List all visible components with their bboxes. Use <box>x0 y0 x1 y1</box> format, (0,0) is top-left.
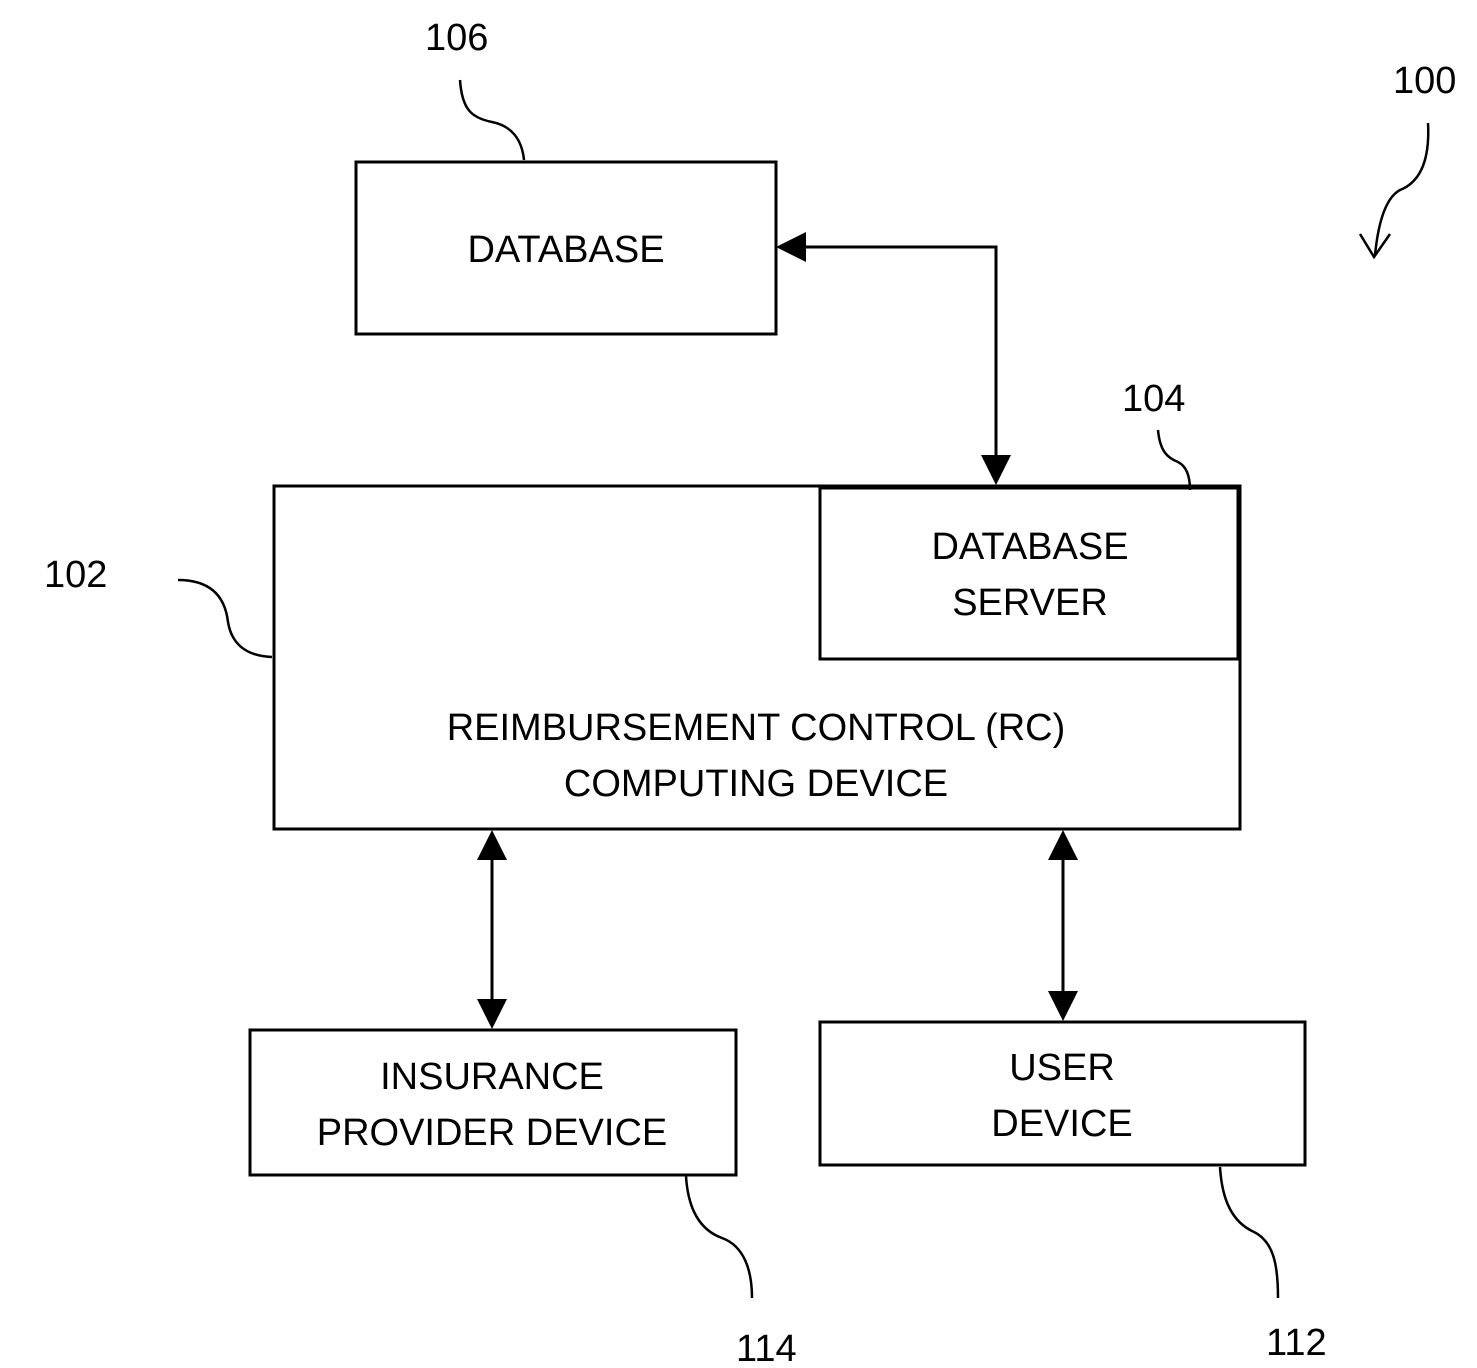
insurance-device-ref: 114 <box>736 1328 797 1368</box>
rc-device-label-line1: REIMBURSEMENT CONTROL (RC) <box>447 707 1066 749</box>
insurance-device-label-line2: PROVIDER DEVICE <box>317 1112 668 1154</box>
database-leader <box>460 80 524 160</box>
database-server-leader <box>1158 430 1190 490</box>
database-label: DATABASE <box>467 229 664 271</box>
database-ref: 106 <box>425 17 488 59</box>
database-server-label-line2: SERVER <box>952 582 1108 624</box>
user-device-label-line1: USER <box>1009 1047 1115 1089</box>
rc-device-leader <box>178 580 272 657</box>
rc-device-label-line2: COMPUTING DEVICE <box>564 763 948 805</box>
user-device-ref: 112 <box>1266 1322 1327 1364</box>
database-server-ref: 104 <box>1122 378 1185 420</box>
database-server-connector <box>779 247 996 482</box>
figure-ref-arrow <box>1375 123 1428 255</box>
insurance-device-leader <box>686 1176 752 1298</box>
rc-device-ref: 102 <box>44 554 107 596</box>
user-device-label-line2: DEVICE <box>991 1103 1132 1145</box>
user-device-leader <box>1220 1167 1278 1298</box>
figure-ref-label: 100 <box>1393 60 1456 102</box>
database-server-label-line1: DATABASE <box>931 526 1128 568</box>
insurance-device-label-line1: INSURANCE <box>380 1056 604 1098</box>
database-server-box <box>820 488 1238 659</box>
